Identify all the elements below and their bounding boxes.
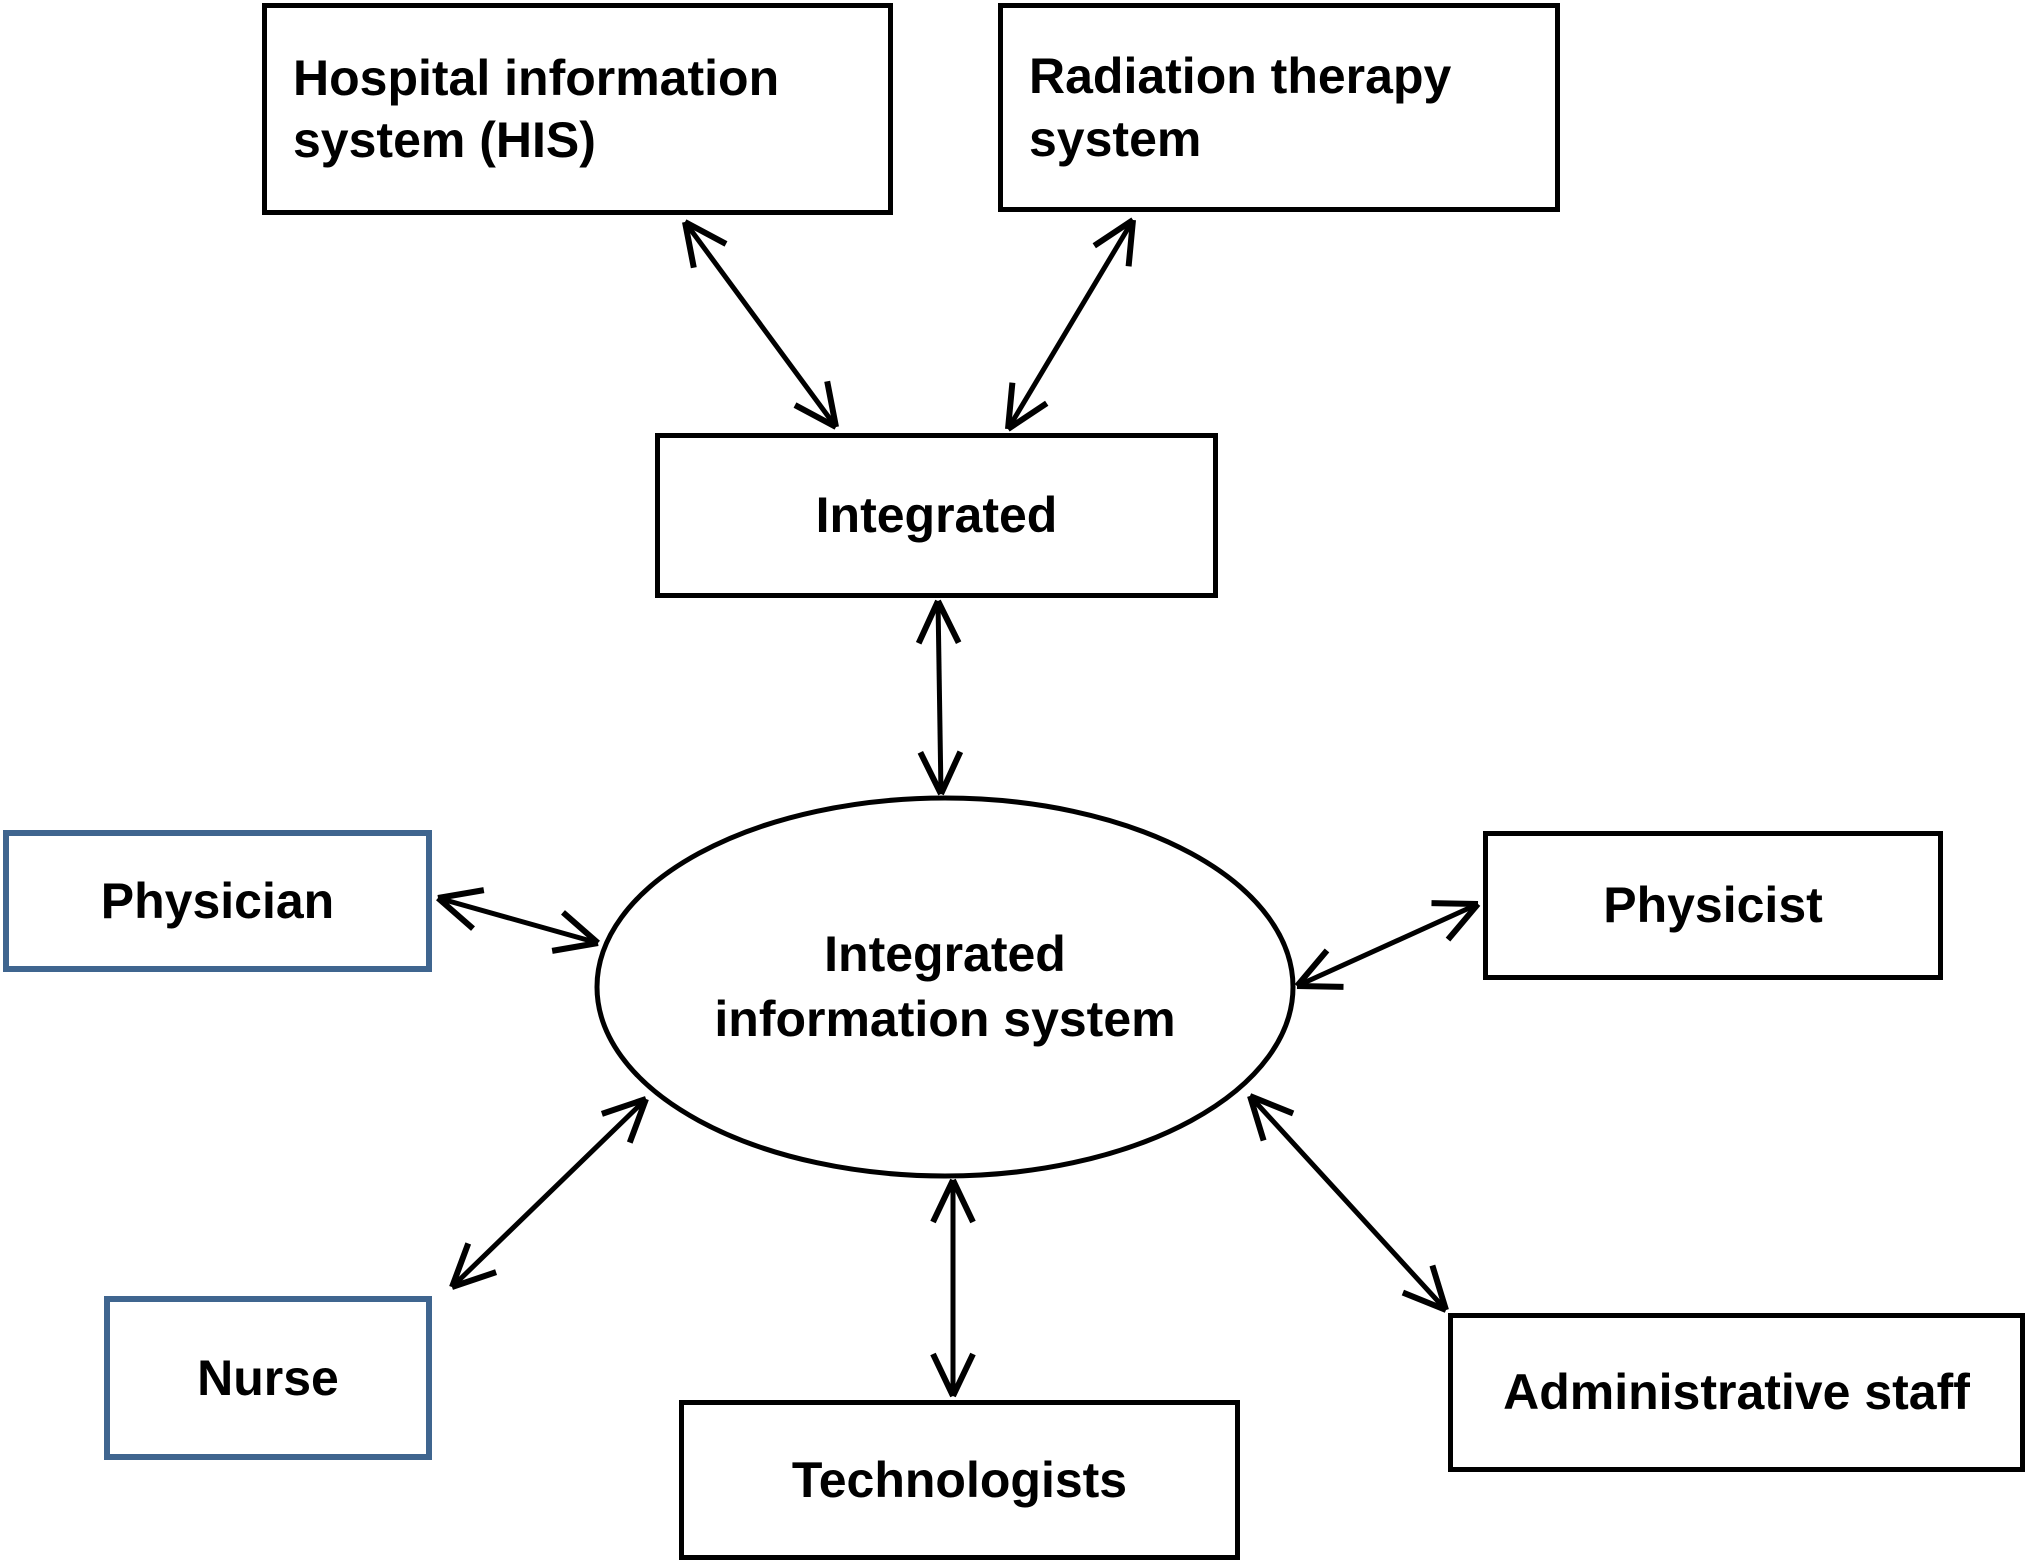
- node-nurse: Nurse: [104, 1296, 432, 1460]
- node-label: Radiation therapy system: [1029, 48, 1452, 167]
- node-integrated-information-system: Integrated information system: [595, 797, 1295, 1177]
- node-hospital-information-system: Hospital information system (HIS): [262, 3, 893, 215]
- node-label: Nurse: [197, 1349, 339, 1406]
- arrow-admin-hub: [1247, 1093, 1449, 1313]
- arrow-nurse-hub: [449, 1096, 649, 1290]
- node-administrative-staff: Administrative staff: [1448, 1313, 2025, 1472]
- node-physician: Physician: [3, 830, 432, 972]
- node-label: Physicist: [1603, 877, 1823, 934]
- node-integrated: Integrated: [655, 433, 1218, 598]
- node-technologists: Technologists: [679, 1400, 1240, 1560]
- arrow-his-integrated: [682, 219, 839, 430]
- node-label: Integrated information system: [714, 926, 1176, 1047]
- node-label: Administrative staff: [1503, 1364, 1970, 1421]
- arrow-physicist-hub: [1294, 900, 1481, 990]
- node-label: Hospital information system (HIS): [293, 49, 780, 169]
- node-physicist: Physicist: [1483, 831, 1943, 980]
- arrow-radiation-integrated: [1005, 217, 1136, 432]
- node-radiation-therapy-system: Radiation therapy system: [998, 3, 1560, 212]
- hub-ellipse-shape: [594, 795, 1296, 1179]
- node-label: Technologists: [791, 1451, 1128, 1508]
- node-label: Integrated: [815, 487, 1058, 544]
- arrow-physician-hub: [436, 887, 600, 954]
- arrow-integrated-hub: [915, 599, 964, 796]
- node-label: Physician: [100, 872, 335, 929]
